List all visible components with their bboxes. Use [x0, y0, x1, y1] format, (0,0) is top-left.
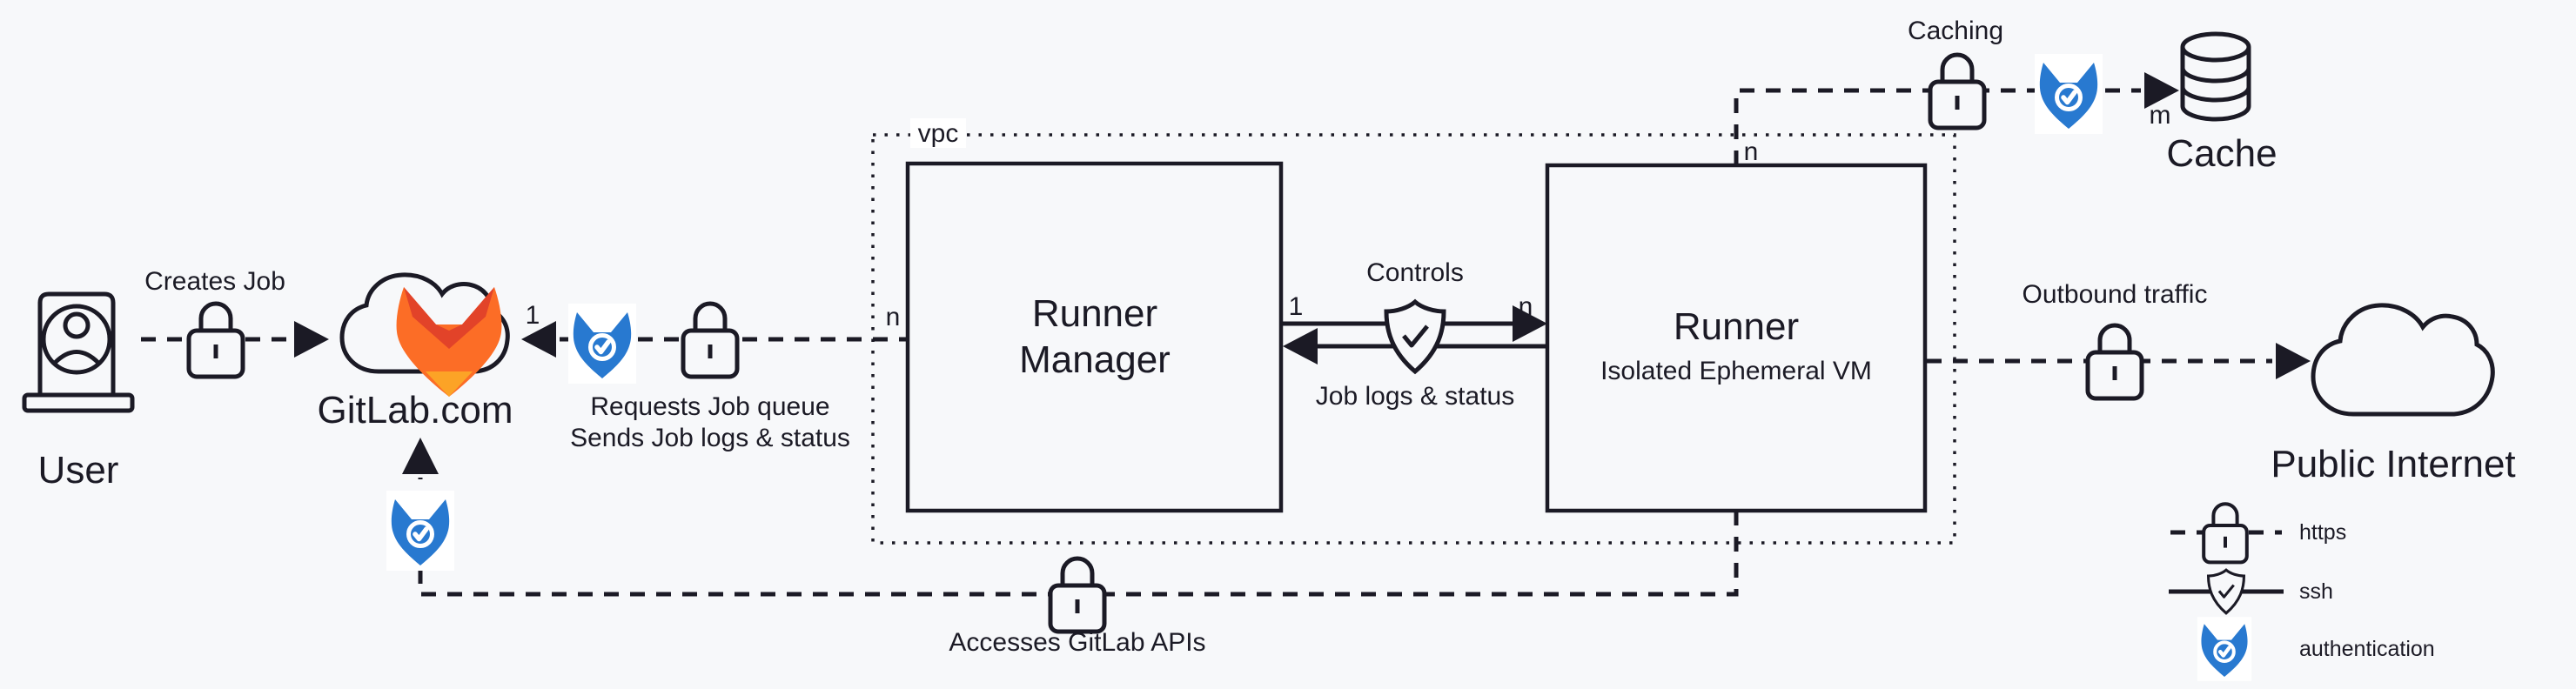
multiplicity-caching-runner: n: [1744, 137, 1759, 166]
auth-tanuki-icon: [386, 491, 454, 571]
gitlab-logo: [339, 272, 510, 397]
auth-tanuki-icon: [568, 304, 636, 384]
lock-icon: [2204, 504, 2247, 562]
runner-manager-title-line1: Runner: [1032, 292, 1157, 335]
gitlab-tanuki-icon: [2197, 617, 2251, 681]
public-internet-label: Public Internet: [2271, 443, 2515, 485]
vpc-label: vpc: [918, 119, 959, 148]
legend: https ssh authentication: [2169, 504, 2435, 681]
vpc-boundary: [871, 133, 1956, 545]
gitlab-fox-icon: [396, 287, 502, 397]
requests-jobs-label-line1: Requests Job queue: [590, 392, 829, 421]
runner-manager-title-line2: Manager: [1019, 338, 1171, 381]
controls-label: Controls: [1366, 258, 1464, 287]
multiplicity-controls-left: 1: [1289, 292, 1304, 321]
cache-database-icon: [2180, 31, 2251, 122]
arrow-to-internet-icon: [2276, 343, 2311, 379]
creates-job-label: Creates Job: [144, 267, 285, 296]
runner-title: Runner: [1674, 305, 1799, 348]
arrow-to-gitlab-icon: [294, 321, 329, 358]
job-logs-label: Job logs & status: [1316, 382, 1514, 411]
legend-authentication-label: authentication: [2299, 637, 2435, 661]
arrow-to-runner-icon: [1513, 305, 1547, 342]
lock-icon: [683, 304, 737, 377]
user-icon: [22, 291, 135, 413]
public-internet-cloud-icon: [2311, 303, 2495, 417]
lock-icon: [189, 304, 243, 377]
runner-manager-node: [905, 161, 1284, 513]
outbound-label: Outbound traffic: [2023, 280, 2208, 309]
legend-item-ssh: ssh: [2169, 568, 2333, 615]
legend-https-label: https: [2299, 520, 2346, 545]
multiplicity-gitlab: 1: [526, 301, 540, 330]
legend-item-authentication: authentication: [2197, 617, 2435, 681]
arrow-to-cache-icon: [2144, 72, 2179, 109]
auth-tanuki-icon: [2035, 54, 2103, 134]
gitlab-label: GitLab.com: [318, 389, 513, 431]
shield-check-icon: [1386, 302, 1444, 371]
cache-label: Cache: [2166, 132, 2277, 175]
lock-icon: [1930, 55, 1984, 128]
legend-item-https: https: [2170, 504, 2346, 562]
gitlab-api-label: Accesses GitLab APIs: [949, 628, 1205, 657]
shield-check-icon: [2206, 568, 2246, 615]
caching-label: Caching: [1908, 17, 2003, 45]
lock-icon: [1050, 559, 1104, 632]
vpc-label-chip: [910, 118, 966, 148]
arrow-up-to-gitlab-icon: [402, 438, 439, 474]
multiplicity-cache: m: [2150, 101, 2171, 130]
caching-line: [1734, 88, 2141, 165]
requests-jobs-label-line2: Sends Job logs & status: [570, 424, 850, 452]
runner-subtitle: Isolated Ephemeral VM: [1600, 357, 1872, 385]
arrow-to-gitlab-icon: [521, 321, 556, 358]
user-label: User: [38, 449, 119, 492]
lock-icon: [2088, 325, 2142, 398]
legend-ssh-label: ssh: [2299, 579, 2333, 604]
multiplicity-runner-manager: n: [886, 303, 901, 331]
arrow-to-runner-manager-icon: [1283, 328, 1318, 365]
